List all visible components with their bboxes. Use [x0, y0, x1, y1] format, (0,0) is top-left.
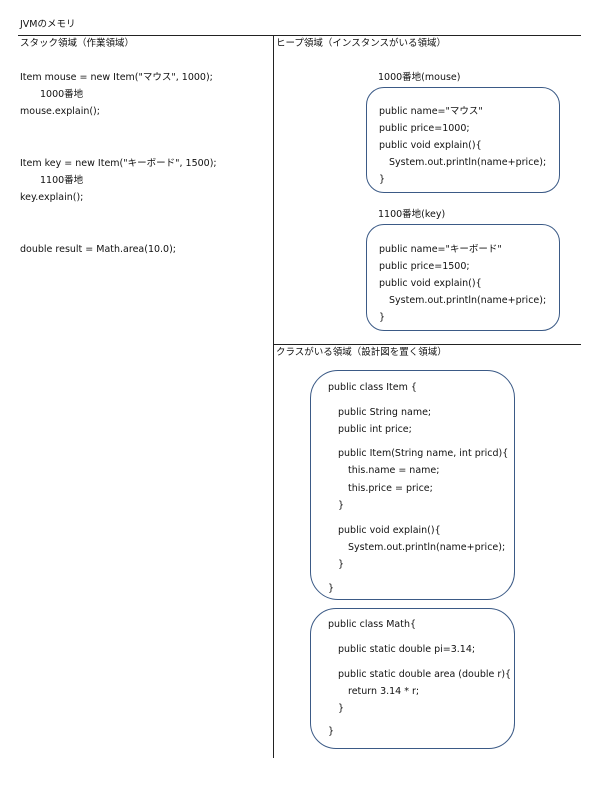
heap-object-key: public name="キーボード" public price=1500; p… — [366, 224, 560, 331]
code-line: public name="キーボード" — [379, 244, 502, 255]
code-line: } — [328, 726, 335, 737]
code-line: public class Math{ — [328, 619, 417, 630]
code-line: System.out.println(name+price); — [389, 295, 547, 306]
code-line: } — [379, 312, 386, 323]
stack-line: Item mouse = new Item("マウス", 1000); — [20, 72, 213, 83]
code-line: public name="マウス" — [379, 106, 483, 117]
code-line: System.out.println(name+price); — [389, 157, 547, 168]
center-divider — [273, 35, 274, 758]
stack-line: mouse.explain(); — [20, 106, 100, 117]
code-line: } — [338, 559, 345, 570]
heap-object-label: 1100番地(key) — [378, 209, 446, 220]
code-line: public static double pi=3.14; — [338, 644, 476, 655]
stack-line: key.explain(); — [20, 192, 84, 203]
code-line: public static double area (double r){ — [338, 669, 512, 680]
code-line: System.out.println(name+price); — [348, 542, 506, 553]
code-line: public void explain(){ — [379, 278, 482, 289]
heap-class-divider — [273, 344, 581, 345]
code-line: public int price; — [338, 424, 412, 435]
code-line: public void explain(){ — [338, 525, 441, 536]
class-area-header: クラスがいる領域（設計図を置く領域） — [276, 347, 447, 358]
code-line: public String name; — [338, 407, 432, 418]
code-line: } — [338, 500, 345, 511]
code-line: } — [338, 703, 345, 714]
code-line: public price=1500; — [379, 261, 470, 272]
code-line: this.price = price; — [348, 483, 433, 494]
stack-address: 1000番地 — [40, 89, 84, 100]
class-math-box: public class Math{ public static double … — [310, 608, 515, 749]
code-line: return 3.14 * r; — [348, 686, 420, 697]
heap-object-mouse: public name="マウス" public price=1000; pub… — [366, 87, 560, 193]
code-line: public class Item { — [328, 382, 417, 393]
stack-line: double result = Math.area(10.0); — [20, 244, 177, 255]
code-line: } — [328, 583, 335, 594]
stack-line: Item key = new Item("キーボード", 1500); — [20, 158, 217, 169]
stack-address: 1100番地 — [40, 175, 84, 186]
code-line: } — [379, 174, 386, 185]
code-line: public void explain(){ — [379, 140, 482, 151]
heap-object-label: 1000番地(mouse) — [378, 72, 461, 83]
code-line: public Item(String name, int pricd){ — [338, 448, 509, 459]
top-divider — [18, 35, 581, 36]
heap-header: ヒープ領域（インスタンスがいる領域） — [276, 38, 447, 49]
code-line: this.name = name; — [348, 465, 440, 476]
stack-header: スタック領域（作業領域） — [20, 38, 135, 49]
code-line: public price=1000; — [379, 123, 470, 134]
class-item-box: public class Item { public String name; … — [310, 370, 515, 600]
document-title: JVMのメモリ — [20, 19, 76, 30]
